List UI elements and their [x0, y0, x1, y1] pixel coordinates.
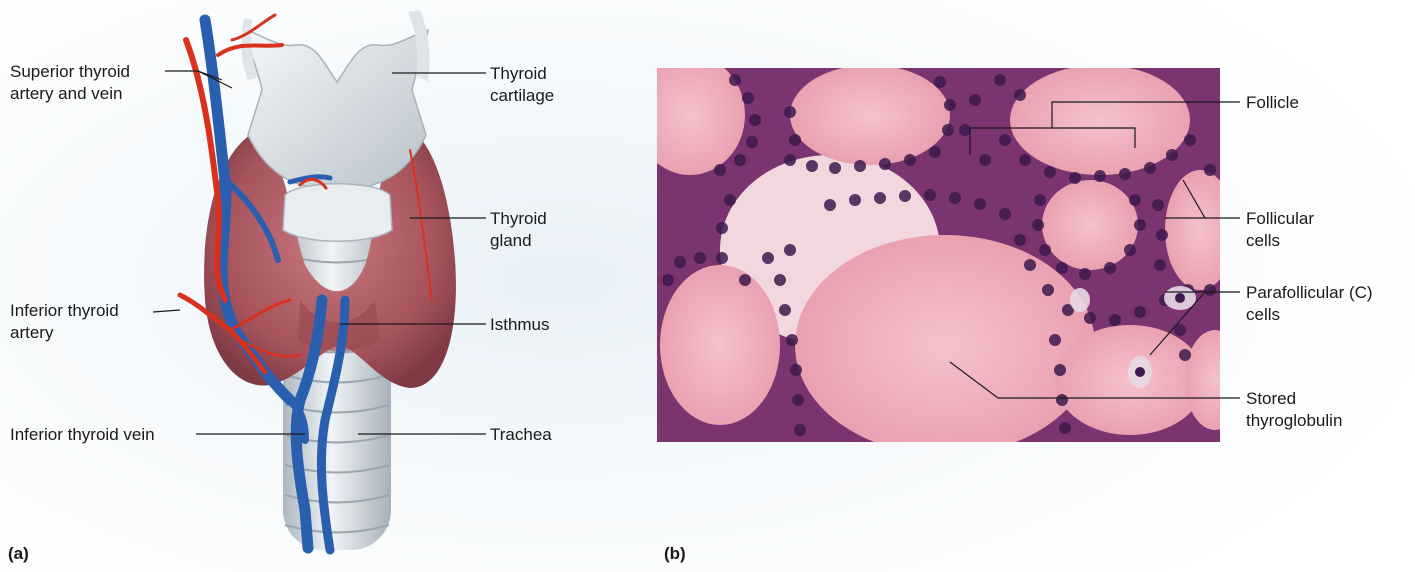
label-parafollicular-cells: Parafollicular (C) cells: [1246, 282, 1373, 326]
label-trachea: Trachea: [490, 424, 552, 446]
thyroid-histology-micrograph: [635, 55, 1245, 455]
label-follicular-cells: Follicular cells: [1246, 208, 1314, 252]
label-superior-thyroid-artery-and-vein: Superior thyroid artery and vein: [10, 61, 130, 105]
panel-a-tag: (a): [8, 544, 29, 564]
label-follicle: Follicle: [1246, 92, 1299, 114]
thyroid-anatomy-illustration: [180, 10, 456, 550]
label-thyroid-cartilage: Thyroid cartilage: [490, 63, 554, 107]
label-inferior-thyroid-vein: Inferior thyroid vein: [10, 424, 155, 446]
label-stored-thyroglobulin: Stored thyroglobulin: [1246, 388, 1342, 432]
label-inferior-thyroid-artery: Inferior thyroid artery: [10, 300, 119, 344]
label-thyroid-gland: Thyroid gland: [490, 208, 547, 252]
panel-b-tag: (b): [664, 544, 686, 564]
label-isthmus: Isthmus: [490, 314, 550, 336]
